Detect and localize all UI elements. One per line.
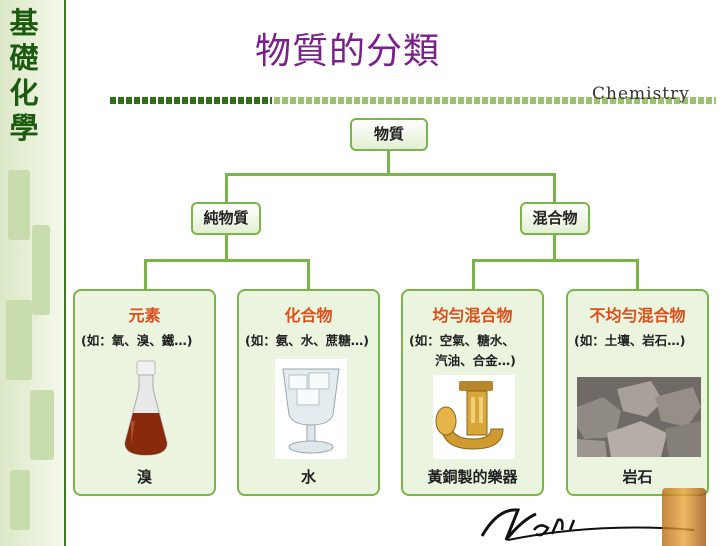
connector-level2-left xyxy=(144,259,309,262)
node-pure-substance: 純物質 xyxy=(191,202,261,235)
side-title-char: 化 xyxy=(9,76,39,110)
bottle-silhouette xyxy=(6,300,32,380)
connector-mixture-down xyxy=(553,234,556,260)
vial-silhouette xyxy=(10,470,30,530)
amber-bottle-decor xyxy=(662,488,706,546)
category-homogeneous-mixture: 均勻混合物 (如：空氣、糖水、 汽油、合金…) 黃銅製的樂器 xyxy=(401,289,544,496)
header-dots-dark xyxy=(110,97,272,104)
beaker-silhouette xyxy=(30,390,54,460)
category-title: 均勻混合物 xyxy=(432,306,513,325)
category-examples: (如：空氣、糖水、 汽油、合金…) xyxy=(409,333,516,368)
category-title: 元素 xyxy=(128,306,161,325)
category-title: 化合物 xyxy=(284,306,333,325)
side-title: 基 礎 化 學 xyxy=(4,6,44,146)
category-caption: 溴 xyxy=(136,468,152,486)
connector-pure-down xyxy=(225,234,228,260)
test-tube-silhouette xyxy=(8,170,30,240)
brass-tuba-icon xyxy=(433,375,515,459)
connector-level2-right xyxy=(472,259,638,262)
category-examples: (如：土壤、岩石…) xyxy=(574,333,686,348)
category-examples: (如：氧、溴、鐵…) xyxy=(81,333,193,348)
connector-to-compound xyxy=(307,259,310,290)
category-compound: 化合物 (如：氨、水、蔗糖…) 水 xyxy=(237,289,380,496)
category-title: 不均勻混合物 xyxy=(589,306,686,325)
category-caption: 黃銅製的樂器 xyxy=(427,468,518,486)
connector-to-heterogeneous xyxy=(636,259,639,290)
rocks-icon xyxy=(577,377,701,457)
left-decor-strip xyxy=(0,0,66,546)
category-examples: (如：氨、水、蔗糖…) xyxy=(245,333,369,348)
side-title-char: 學 xyxy=(9,111,39,145)
category-heterogeneous-mixture: 不均勻混合物 (如：土壤、岩石…) 岩石 xyxy=(566,289,709,496)
category-element: 元素 (如：氧、溴、鐵…) 溴 xyxy=(73,289,216,496)
header-label: Chemistry xyxy=(592,84,690,104)
category-caption: 水 xyxy=(300,468,316,486)
water-glass-icon xyxy=(275,359,347,459)
connector-root-down xyxy=(387,150,390,174)
side-title-char: 礎 xyxy=(9,41,39,75)
connector-to-pure xyxy=(225,173,228,203)
header-dots-light xyxy=(274,97,716,104)
bromine-bottle-icon xyxy=(124,360,168,456)
page-title: 物質的分類 xyxy=(255,31,441,72)
left-divider-line xyxy=(64,0,66,546)
connector-to-homogeneous xyxy=(472,259,475,290)
flask-silhouette xyxy=(32,225,50,315)
node-matter: 物質 xyxy=(350,118,428,151)
side-title-char: 基 xyxy=(9,6,39,40)
connector-level1 xyxy=(225,173,555,176)
category-caption: 岩石 xyxy=(622,468,653,486)
node-mixture: 混合物 xyxy=(520,202,590,235)
connector-to-element xyxy=(144,259,147,290)
connector-to-mixture xyxy=(553,173,556,203)
